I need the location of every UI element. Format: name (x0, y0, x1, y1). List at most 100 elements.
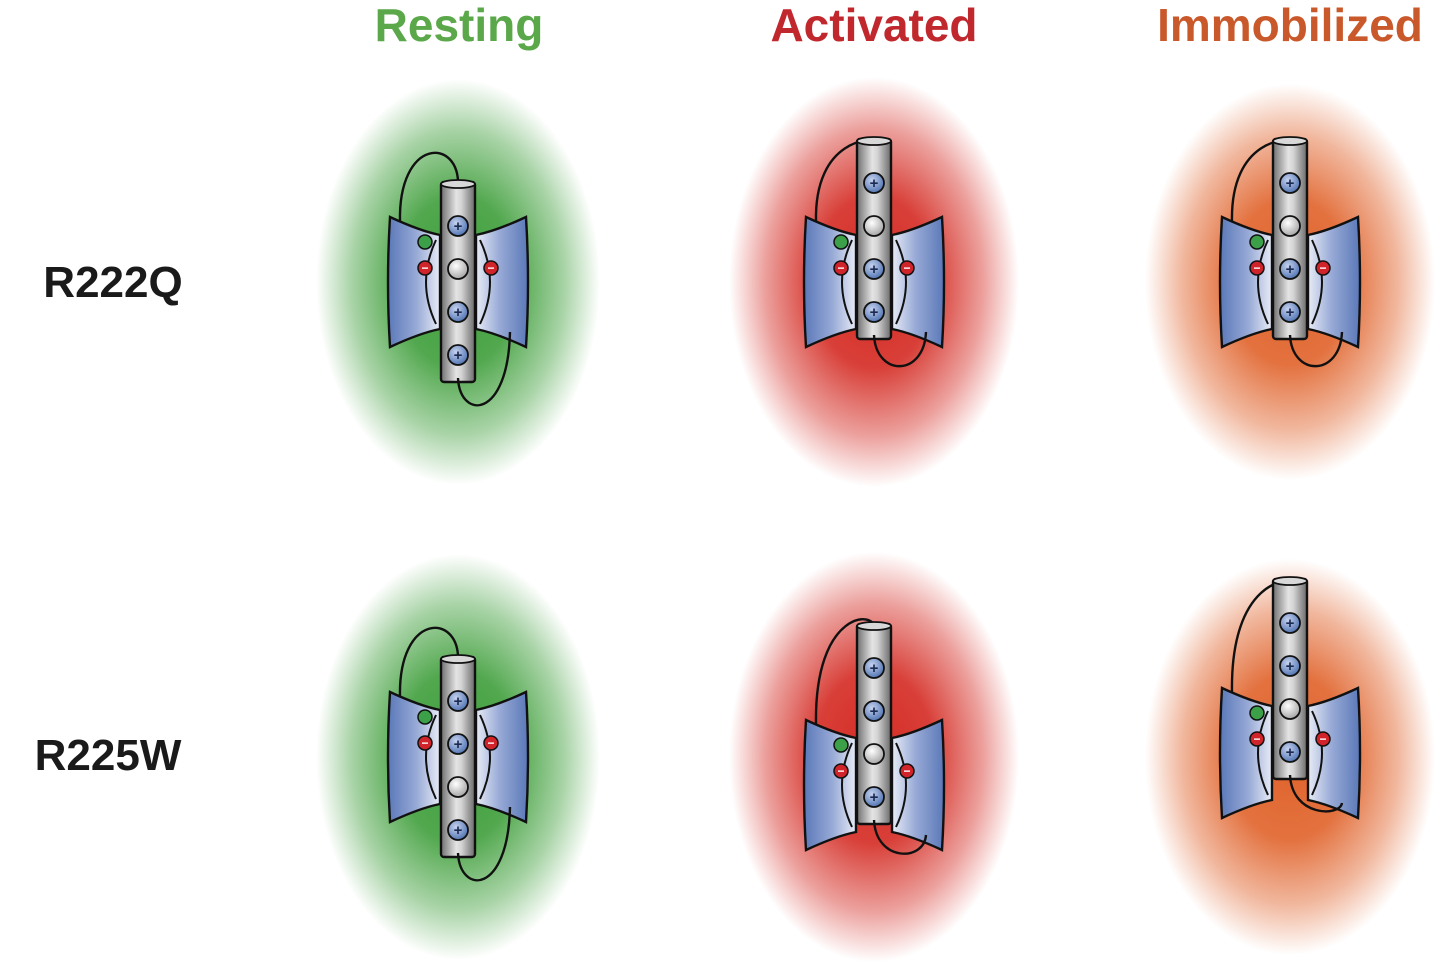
panel-r225w-immobilized: −−+++ (1145, 559, 1435, 955)
minus-symbol: − (1253, 261, 1260, 275)
negative-charge (899, 260, 915, 276)
plus-symbol: + (454, 822, 463, 839)
sensor-contour (425, 239, 437, 325)
s4-s5-linker (456, 331, 512, 407)
panel-r222q-activated: − − + + + (729, 77, 1019, 487)
polar-residue (417, 234, 433, 250)
negative-charge (899, 763, 915, 779)
sensor-contour (425, 714, 437, 800)
negative-charge (1315, 731, 1331, 747)
negative-charge (417, 735, 433, 751)
gating-charge (1279, 258, 1301, 280)
sensor-contour (841, 742, 853, 828)
row-label-r225w: R225W (34, 731, 182, 780)
plus-symbol: + (454, 304, 463, 321)
s4-helix-top (856, 136, 892, 146)
column-title-resting: Resting (374, 0, 544, 51)
panel-r222q-immobilized: − − + + + (1145, 84, 1435, 480)
gating-charge (1279, 172, 1301, 194)
gating-charge (447, 344, 469, 366)
sensor-contour (895, 239, 907, 325)
sensor-segment-right (1306, 686, 1362, 820)
column-title-activated: Activated (770, 0, 978, 51)
s4-helix-top (440, 654, 476, 664)
polar-residue (833, 737, 849, 753)
polar-residue (417, 709, 433, 725)
plus-symbol: + (870, 660, 879, 677)
neutralized-residue (447, 776, 469, 798)
s4-s5-linker (456, 806, 512, 882)
plus-symbol: + (1286, 175, 1295, 192)
sensor-segment-left (802, 718, 858, 852)
negative-charge (483, 735, 499, 751)
plus-symbol: + (870, 703, 879, 720)
negative-charge (1249, 731, 1265, 747)
gating-charge (863, 172, 885, 194)
neutralized-residue (1279, 215, 1301, 237)
gating-charge (447, 819, 469, 841)
minus-symbol: − (1319, 261, 1326, 275)
sensor-segment-right (474, 690, 530, 824)
negative-charge (1315, 260, 1331, 276)
sensor-segment-right (890, 215, 946, 349)
gating-charge (863, 657, 885, 679)
negative-charge (483, 260, 499, 276)
gating-charge (863, 700, 885, 722)
negative-charge (833, 260, 849, 276)
sensor-segment-left (1218, 686, 1274, 820)
plus-symbol: + (454, 736, 463, 753)
minus-symbol: − (903, 764, 910, 778)
s4-s5-linker (872, 331, 928, 368)
plus-symbol: + (1286, 615, 1295, 632)
sensor-segment-right (890, 718, 946, 852)
panel-r225w-resting: −−+++ (316, 554, 600, 960)
minus-symbol: − (1253, 732, 1260, 746)
polar-residue (1249, 234, 1265, 250)
s4-helix-top (1272, 576, 1308, 586)
negative-charge (833, 763, 849, 779)
gating-charge (863, 786, 885, 808)
sensor-contour (479, 239, 491, 325)
sensor-contour (895, 742, 907, 828)
plus-symbol: + (454, 218, 463, 235)
sensor-contour (1311, 239, 1323, 325)
minus-symbol: − (837, 261, 844, 275)
minus-symbol: − (421, 736, 428, 750)
gating-charge (1279, 741, 1301, 763)
sensor-segment-left (1218, 215, 1274, 349)
plus-symbol: + (454, 347, 463, 364)
sensor-contour (1311, 710, 1323, 796)
negative-charge (1249, 260, 1265, 276)
row-label-r222q: R222Q (43, 258, 183, 307)
panel-r225w-activated: −−+++ (729, 552, 1019, 962)
minus-symbol: − (837, 764, 844, 778)
sensor-segment-right (474, 215, 530, 349)
polar-residue (833, 234, 849, 250)
plus-symbol: + (1286, 261, 1295, 278)
s4-helix-top (440, 179, 476, 189)
s3-s4-linker (398, 626, 460, 698)
s4-s5-linker (1288, 331, 1344, 368)
plus-symbol: + (870, 304, 879, 321)
plus-symbol: + (1286, 744, 1295, 761)
gating-charge (1279, 612, 1301, 634)
plus-symbol: + (870, 261, 879, 278)
sensor-segment-left (386, 690, 442, 824)
minus-symbol: − (487, 736, 494, 750)
column-title-immobilized: Immobilized (1157, 0, 1423, 51)
neutralized-residue (863, 743, 885, 765)
s4-helix-top (856, 621, 892, 631)
plus-symbol: + (870, 175, 879, 192)
sensor-segment-right (1306, 215, 1362, 349)
gating-charge (447, 733, 469, 755)
minus-symbol: − (903, 261, 910, 275)
neutralized-residue (863, 215, 885, 237)
gating-charge (863, 301, 885, 323)
sensor-contour (1257, 239, 1269, 325)
neutralized-residue (447, 258, 469, 280)
plus-symbol: + (1286, 304, 1295, 321)
minus-symbol: − (1319, 732, 1326, 746)
gating-charge (447, 301, 469, 323)
s4-s5-linker (872, 819, 928, 855)
